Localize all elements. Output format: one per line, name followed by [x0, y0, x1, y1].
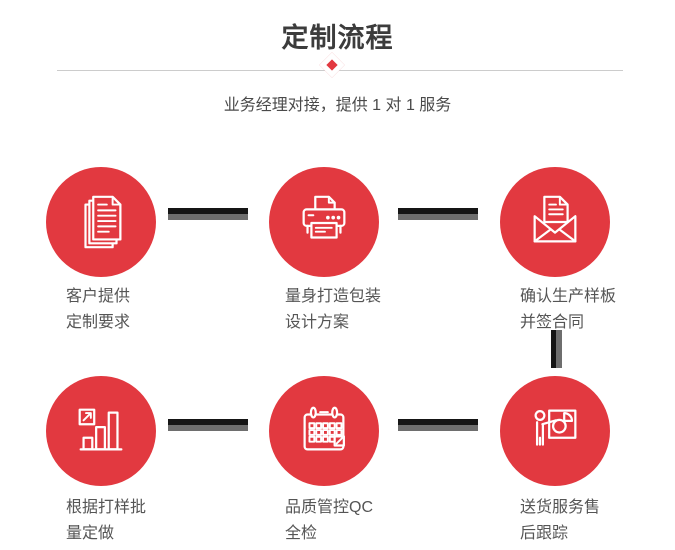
step-6-label-line1: 送货服务售 [520, 499, 601, 516]
step-4-label: 根据打样批 量定做 [66, 495, 146, 547]
step-2-label-line2: 设计方案 [285, 314, 350, 331]
connector-step1-step2 [168, 208, 248, 220]
step-6-label: 送货服务售 后跟踪 [520, 495, 600, 547]
step-1-label-line1: 客户提供 [66, 288, 131, 305]
step-3-label-line1: 确认生产样板 [520, 288, 617, 305]
bar-chart-icon [78, 408, 123, 451]
envelope-icon [533, 195, 577, 243]
step-4-label-line2: 量定做 [66, 525, 115, 542]
step-2-label-line1: 量身打造包装 [285, 288, 382, 305]
step-4-label-line1: 根据打样批 [66, 499, 147, 516]
connector-step3-step6 [551, 330, 562, 368]
step-5-label-line1: 品质管控QC [285, 499, 374, 516]
step-6-circle [500, 376, 610, 486]
step-3-label: 确认生产样板 并签合同 [520, 284, 616, 336]
calendar-icon [303, 406, 345, 451]
page-subtitle: 业务经理对接，提供 1 对 1 服务 [223, 97, 452, 114]
diamond-ornament [319, 52, 345, 78]
step-1-label-line2: 定制要求 [66, 314, 131, 331]
page-title: 定制流程 [281, 23, 394, 53]
presentation-icon [534, 409, 577, 446]
step-5-label: 品质管控QC 全检 [285, 495, 373, 547]
step-1-label: 客户提供 定制要求 [66, 284, 130, 336]
printer-icon [302, 195, 346, 239]
connector-step2-step3 [398, 208, 478, 220]
step-2-label: 量身打造包装 设计方案 [285, 284, 381, 336]
title-divider-line [57, 70, 623, 71]
step-5-circle [269, 376, 379, 486]
step-1-circle [46, 167, 156, 277]
step-2-circle [269, 167, 379, 277]
documents-icon [84, 195, 122, 249]
step-3-circle [500, 167, 610, 277]
step-6-label-line2: 后跟踪 [520, 525, 569, 542]
connector-step4-step5 [168, 419, 248, 431]
step-3-label-line2: 并签合同 [520, 314, 585, 331]
step-4-circle [46, 376, 156, 486]
connector-step5-step6 [398, 419, 478, 431]
step-5-label-line2: 全检 [285, 525, 318, 542]
